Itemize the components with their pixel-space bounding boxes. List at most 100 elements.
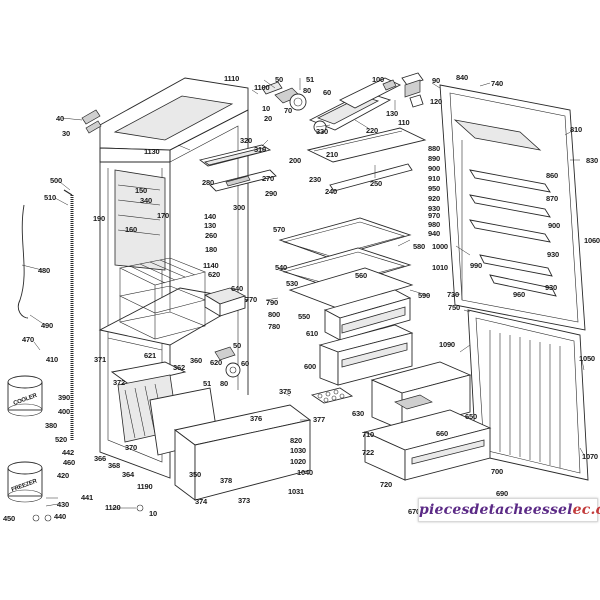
part-label-300: 300 bbox=[233, 203, 245, 212]
compressor-upper bbox=[7, 375, 43, 417]
bottom-screws bbox=[32, 504, 144, 522]
part-label-1110: 1110 bbox=[224, 74, 240, 83]
egg-tray bbox=[310, 387, 354, 404]
part-label-240: 240 bbox=[325, 187, 337, 196]
freezer-shelf bbox=[173, 404, 312, 501]
part-label-490: 490 bbox=[41, 321, 53, 330]
part-label-150: 150 bbox=[135, 186, 147, 195]
leader-lines bbox=[21, 78, 585, 509]
part-label-590: 590 bbox=[418, 291, 430, 300]
part-label-1130: 1130 bbox=[144, 147, 160, 156]
part-label-10: 10 bbox=[262, 104, 270, 113]
part-label-480: 480 bbox=[38, 266, 50, 275]
glass-shelf-upper bbox=[306, 127, 427, 163]
drain-hose bbox=[17, 204, 29, 319]
part-label-373: 373 bbox=[238, 496, 250, 505]
part-label-621: 621 bbox=[144, 351, 156, 360]
part-label-140: 140 bbox=[204, 212, 216, 221]
part-label-440: 440 bbox=[54, 512, 66, 521]
part-label-350: 350 bbox=[189, 470, 201, 479]
part-label-870: 870 bbox=[546, 194, 558, 203]
part-label-600: 600 bbox=[304, 362, 316, 371]
part-label-1031: 1031 bbox=[288, 487, 304, 496]
part-label-610: 610 bbox=[306, 329, 318, 338]
watermark-domain-text: ec.com bbox=[572, 502, 600, 518]
part-label-530: 530 bbox=[286, 279, 298, 288]
part-label-1190: 1190 bbox=[137, 482, 153, 491]
part-label-250: 250 bbox=[370, 179, 382, 188]
part-label-930: 930 bbox=[428, 204, 440, 213]
part-label-460: 460 bbox=[63, 458, 75, 467]
part-label-441: 441 bbox=[81, 493, 93, 502]
part-label-320: 320 bbox=[240, 136, 252, 145]
part-label-1070: 1070 bbox=[582, 452, 598, 461]
part-label-120: 120 bbox=[430, 97, 442, 106]
part-label-1030: 1030 bbox=[290, 446, 306, 455]
part-label-810: 810 bbox=[570, 125, 582, 134]
part-label-430: 430 bbox=[57, 500, 69, 509]
part-label-540: 540 bbox=[275, 263, 287, 272]
part-label-1140: 1140 bbox=[203, 261, 219, 270]
part-label-800: 800 bbox=[268, 310, 280, 319]
part-label-60: 60 bbox=[323, 88, 331, 97]
part-label-377: 377 bbox=[313, 415, 325, 424]
part-label-780: 780 bbox=[268, 322, 280, 331]
freezer-door bbox=[467, 309, 589, 481]
part-label-750: 750 bbox=[448, 303, 460, 312]
part-label-362: 362 bbox=[173, 363, 185, 372]
part-label-420: 420 bbox=[57, 471, 69, 480]
part-label-330: 330 bbox=[316, 127, 328, 136]
part-label-650: 650 bbox=[465, 412, 477, 421]
part-label-60b: 60 bbox=[241, 359, 249, 368]
part-label-410: 410 bbox=[46, 355, 58, 364]
part-label-366: 366 bbox=[94, 454, 106, 463]
part-label-450: 450 bbox=[3, 514, 15, 523]
part-label-970: 970 bbox=[428, 211, 440, 220]
top-right-small-parts bbox=[382, 72, 424, 110]
part-label-950: 950 bbox=[428, 184, 440, 193]
part-label-710: 710 bbox=[362, 430, 374, 439]
part-label-660: 660 bbox=[436, 429, 448, 438]
part-label-390: 390 bbox=[58, 393, 70, 402]
part-label-230: 230 bbox=[309, 175, 321, 184]
part-label-378: 378 bbox=[220, 476, 232, 485]
part-label-80b: 80 bbox=[220, 379, 228, 388]
part-label-70: 70 bbox=[284, 106, 292, 115]
fan-assembly-freezer bbox=[214, 346, 241, 378]
part-label-1120: 1120 bbox=[105, 503, 121, 512]
cabinet-body bbox=[63, 77, 250, 479]
part-label-730: 730 bbox=[447, 290, 459, 299]
part-label-820: 820 bbox=[290, 436, 302, 445]
part-label-910: 910 bbox=[428, 174, 440, 183]
part-label-376: 376 bbox=[250, 414, 262, 423]
part-label-90: 90 bbox=[432, 76, 440, 85]
part-label-920: 920 bbox=[428, 194, 440, 203]
part-label-570: 570 bbox=[273, 225, 285, 234]
part-label-200: 200 bbox=[289, 156, 301, 165]
part-label-380: 380 bbox=[45, 421, 57, 430]
part-label-930c: 930 bbox=[545, 283, 557, 292]
part-label-880: 880 bbox=[428, 144, 440, 153]
crisper-drawers bbox=[318, 289, 414, 386]
part-label-364: 364 bbox=[122, 470, 134, 479]
part-label-80: 80 bbox=[303, 86, 311, 95]
part-label-51: 51 bbox=[306, 75, 314, 84]
top-fan-assembly bbox=[261, 81, 307, 111]
part-label-520: 520 bbox=[55, 435, 67, 444]
part-label-700: 700 bbox=[491, 467, 503, 476]
part-label-372: 372 bbox=[113, 378, 125, 387]
part-label-900a: 900 bbox=[428, 164, 440, 173]
part-label-270: 270 bbox=[262, 174, 274, 183]
part-label-620b: 620 bbox=[210, 358, 222, 367]
part-label-190: 190 bbox=[93, 214, 105, 223]
watermark-main-text: piecesdetacheessel bbox=[419, 502, 573, 518]
part-label-840: 840 bbox=[456, 73, 468, 82]
part-label-510: 510 bbox=[44, 193, 56, 202]
part-label-630: 630 bbox=[352, 409, 364, 418]
part-label-980: 980 bbox=[428, 220, 440, 229]
part-label-770: 770 bbox=[245, 295, 257, 304]
part-label-100: 100 bbox=[372, 75, 384, 84]
part-label-280: 280 bbox=[202, 178, 214, 187]
part-label-442: 442 bbox=[62, 448, 74, 457]
